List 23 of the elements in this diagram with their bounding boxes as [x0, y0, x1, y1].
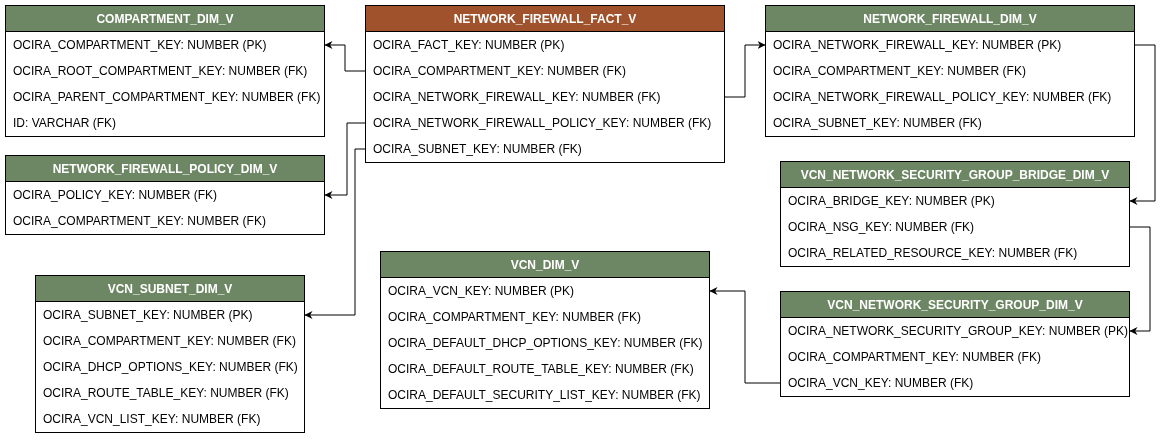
entity-table [5, 155, 325, 235]
relationship-arrow [324, 122, 366, 199]
entity-table [380, 251, 710, 409]
entity-table [365, 5, 725, 163]
table-header: VCN_NETWORK_SECURITY_GROUP_DIM_V [781, 292, 1129, 318]
table-header: NETWORK_FIREWALL_FACT_V [366, 6, 724, 32]
entity-table [765, 5, 1135, 137]
relationship-arrow [724, 41, 766, 98]
entity-table [780, 291, 1130, 397]
table-header: COMPARTMENT_DIM_V [6, 6, 324, 32]
table-header: NETWORK_FIREWALL_DIM_V [766, 6, 1134, 32]
relationship-arrow [324, 41, 366, 72]
table-header: NETWORK_FIREWALL_POLICY_DIM_V [6, 156, 324, 182]
entity-table [780, 161, 1130, 267]
table-header: VCN_SUBNET_DIM_V [36, 276, 304, 302]
relationship-arrow [1129, 226, 1151, 335]
relationship-arrow [304, 148, 366, 319]
table-header: VCN_NETWORK_SECURITY_GROUP_BRIDGE_DIM_V [781, 162, 1129, 188]
relationship-arrow [1129, 44, 1156, 205]
entity-table [5, 5, 325, 137]
relationship-arrow [709, 287, 781, 384]
entity-table [35, 275, 305, 433]
table-header: VCN_DIM_V [381, 252, 709, 278]
